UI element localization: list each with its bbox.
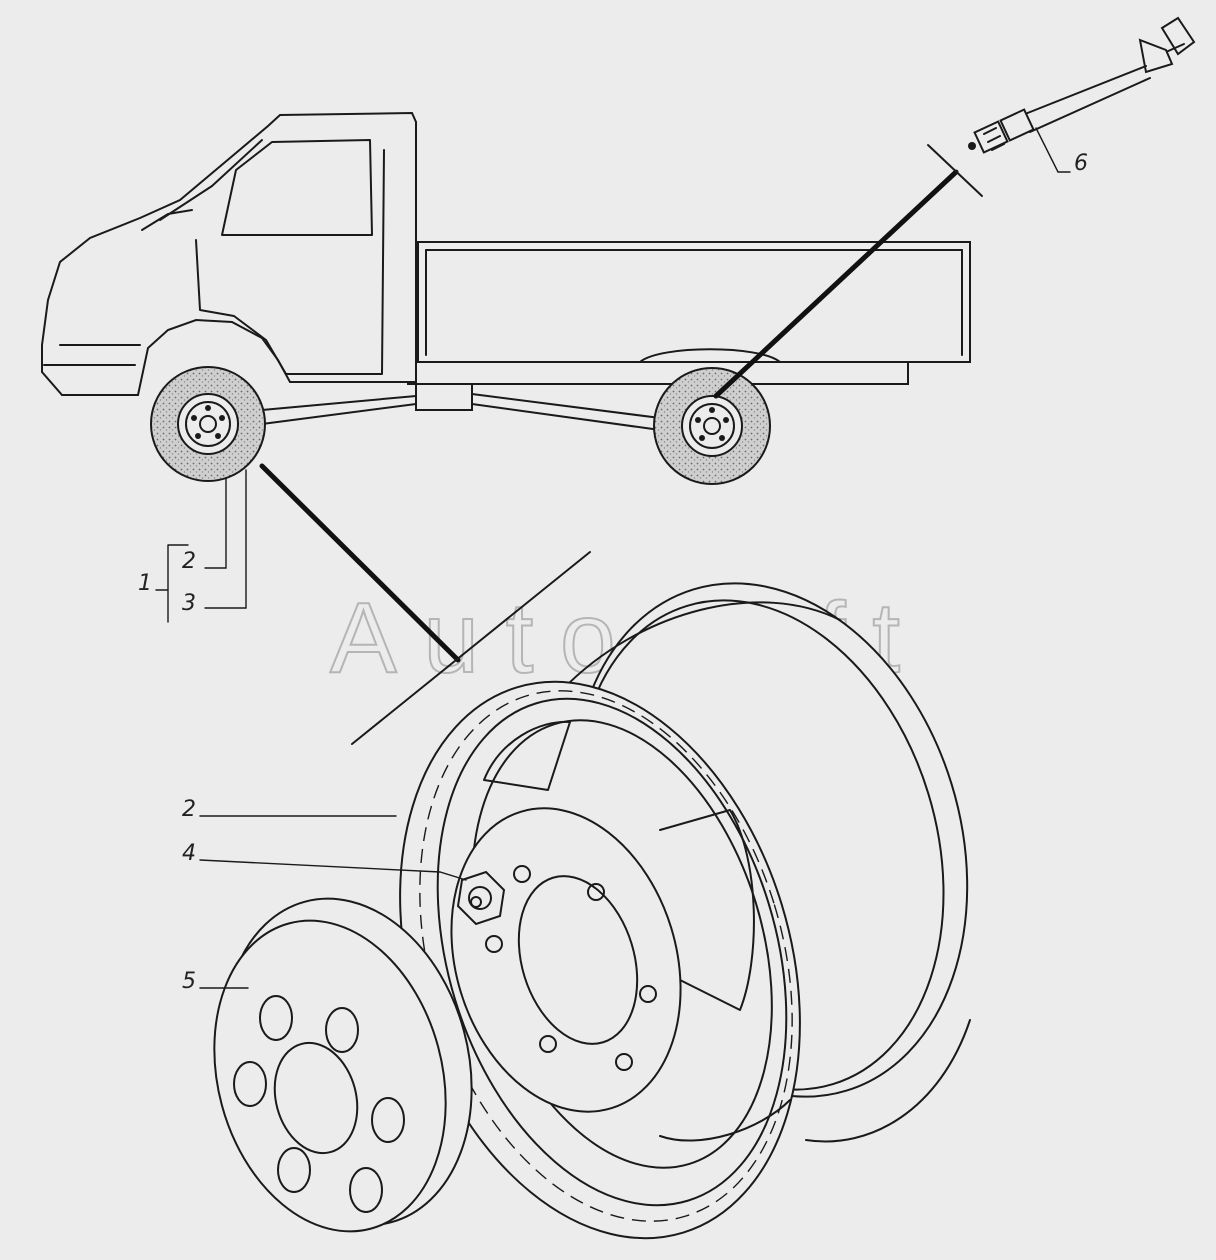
callout-6: 6 — [1074, 151, 1088, 176]
callout-3: 3 — [182, 591, 196, 616]
truck-illustration — [41, 111, 971, 485]
front-wheel — [150, 366, 266, 482]
callout-4: 4 — [182, 841, 196, 866]
valve-extension-hose — [968, 16, 1196, 154]
callout-1: 1 — [138, 571, 152, 596]
front-wheel-leader — [259, 463, 461, 663]
wheel-nut — [456, 870, 506, 926]
cargo-bed — [417, 241, 971, 363]
callout-2-truck: 2 — [182, 549, 196, 574]
wheel-cover-cap — [213, 897, 473, 1233]
callout-leaders — [155, 127, 1071, 989]
rear-wheel — [653, 367, 771, 485]
chassis-box — [415, 383, 473, 411]
callout-5: 5 — [182, 969, 196, 994]
truck-cab — [41, 111, 417, 396]
chassis-frame — [407, 361, 909, 385]
rear-wheel-leader — [713, 169, 959, 399]
callout-2-rim: 2 — [182, 797, 196, 822]
rim-disc-face — [450, 807, 682, 1113]
wheel-rim — [399, 582, 971, 1240]
